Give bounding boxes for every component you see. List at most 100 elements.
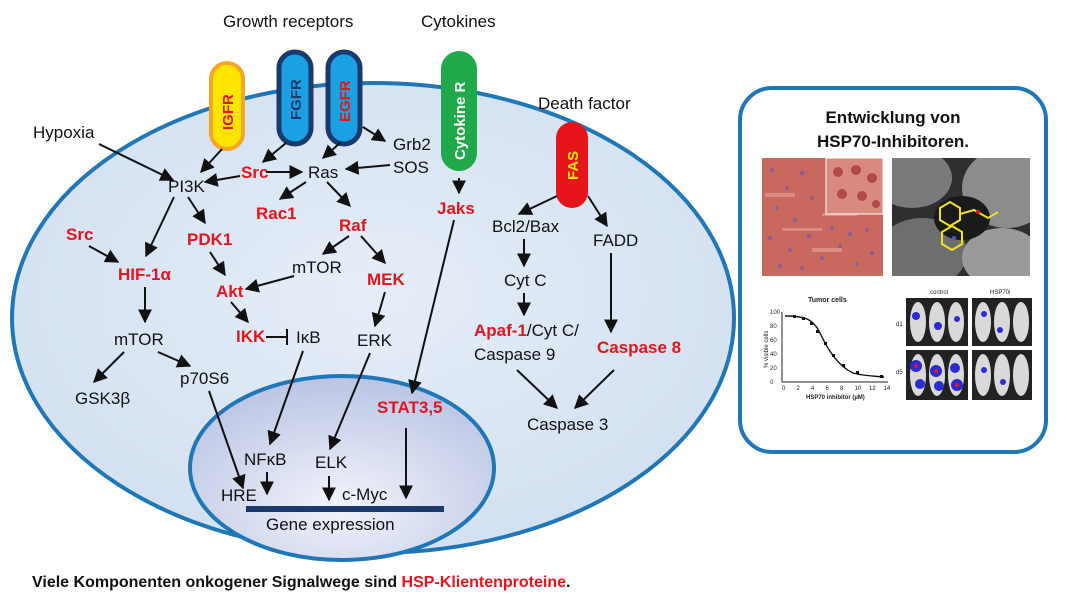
header-death-factor: Death factor bbox=[538, 94, 631, 113]
node-jaks: Jaks bbox=[437, 199, 475, 218]
arrow-p70s6-hre bbox=[208, 390, 246, 490]
footer-highlight: HSP-Klientenproteine bbox=[401, 574, 567, 591]
node-stat35: STAT3,5 bbox=[377, 398, 443, 417]
histology-image bbox=[762, 158, 883, 276]
node-gsk3b: GSK3β bbox=[75, 389, 130, 408]
panel-title-line2: HSP70-Inhibitoren. bbox=[816, 132, 970, 151]
receptor-fas-label: FAS bbox=[565, 151, 582, 180]
receptor-fgfr-label: FGFR bbox=[288, 79, 305, 120]
arrow-raf-mtor bbox=[321, 235, 350, 255]
arrow-src-hif1a bbox=[88, 245, 120, 263]
hsp70-inhibitor-panel: Entwicklung von HSP70-Inhibitoren. bbox=[738, 86, 1048, 454]
curve-ytick-label: 100 bbox=[770, 310, 781, 316]
node-cytc: Cyt C bbox=[504, 271, 547, 290]
inhibit-ikk-ikb bbox=[266, 329, 288, 345]
node-mek: MEK bbox=[367, 270, 406, 289]
curve-y-ticks: 0 20 40 60 80 100 bbox=[770, 310, 781, 386]
receptor-fgfr: FGFR bbox=[276, 49, 314, 147]
node-fadd: FADD bbox=[593, 231, 638, 250]
receptor-igfr: IGFR bbox=[209, 61, 245, 151]
curve-line bbox=[784, 315, 885, 378]
receptor-fas: FAS bbox=[556, 122, 588, 208]
arrow-src-pi3k bbox=[203, 172, 241, 187]
curve-points bbox=[793, 315, 883, 378]
arrow-ikb-nfkb bbox=[267, 350, 304, 446]
mice-row-d1 bbox=[906, 298, 1032, 346]
dose-response-chart: Tumor cells % visible cells 020406080100… bbox=[764, 297, 891, 401]
node-src-left: Src bbox=[66, 225, 93, 244]
curve-xtick-label: 14 bbox=[884, 386, 891, 392]
node-pi3k: PI3K bbox=[168, 177, 206, 196]
node-apaf1-line: Apaf-1/Cyt C/ bbox=[474, 321, 579, 340]
arrow-jaks-stat bbox=[408, 219, 455, 395]
header-growth-receptors: Growth receptors bbox=[223, 12, 353, 31]
node-p70s6: p70S6 bbox=[180, 369, 229, 388]
node-ikk: IKK bbox=[236, 327, 266, 346]
mice-row-d5 bbox=[906, 350, 1032, 400]
arrow-ras-rac1 bbox=[278, 181, 307, 200]
footer-caption: Viele Komponenten onkogener Signalwege s… bbox=[32, 574, 570, 592]
arrow-igfr-pi3k bbox=[200, 148, 223, 174]
node-ras: Ras bbox=[308, 163, 338, 182]
curve-xtick-label: 10 bbox=[855, 386, 862, 392]
arrow-caspase8-caspase3 bbox=[573, 369, 615, 409]
node-hif1a: HIF-1α bbox=[118, 265, 172, 284]
curve-ytick-label: 80 bbox=[770, 324, 777, 330]
curve-ytick-label: 40 bbox=[770, 352, 777, 358]
arrow-akt-ikk bbox=[230, 301, 249, 324]
arrow-caspase9-caspase3 bbox=[516, 369, 559, 409]
curve-ytick-label: 0 bbox=[770, 380, 774, 386]
node-mtor-left: mTOR bbox=[114, 330, 164, 349]
curve-xtick-label: 0 bbox=[782, 386, 786, 392]
arrow-egfr-grb2 bbox=[362, 126, 387, 142]
panel-title: Entwicklung von HSP70-Inhibitoren. bbox=[742, 106, 1044, 154]
receptor-egfr-label: EGFR bbox=[337, 80, 354, 122]
arrow-pdk1-akt bbox=[209, 251, 226, 277]
node-grb2: Grb2 bbox=[393, 135, 431, 154]
mice-label-hsp70i: HSP70i bbox=[990, 290, 1010, 296]
node-caspase9: Caspase 9 bbox=[474, 345, 555, 364]
pathway-arrows bbox=[88, 126, 618, 502]
mice-imaging-figure: control HSP70i d1 d5 bbox=[896, 290, 1032, 400]
node-apaf1-rest: /Cyt C/ bbox=[527, 321, 579, 340]
curve-ytick-label: 20 bbox=[770, 366, 777, 372]
arrow-fgfr-src bbox=[261, 142, 287, 163]
arrow-mek-erk bbox=[371, 291, 386, 328]
node-raf: Raf bbox=[339, 216, 367, 235]
arrow-fas-fadd bbox=[587, 195, 608, 228]
nucleus bbox=[188, 374, 496, 562]
arrow-mtor-p70s6 bbox=[157, 351, 192, 368]
node-bcl2bax: Bcl2/Bax bbox=[492, 217, 560, 236]
receptor-cytokine-label: Cytokine R bbox=[452, 81, 469, 160]
arrow-fas-bcl2 bbox=[517, 195, 558, 215]
node-erk: ERK bbox=[357, 331, 393, 350]
footer-prefix: Viele Komponenten onkogener Signalwege s… bbox=[32, 574, 402, 591]
receptor-egfr: EGFR bbox=[325, 49, 363, 147]
node-akt: Akt bbox=[216, 282, 244, 301]
mice-label-control: control bbox=[930, 290, 948, 296]
arrow-egfr-ras bbox=[321, 142, 341, 159]
node-mtor-mid: mTOR bbox=[292, 258, 342, 277]
curve-ylabel: % visible cells bbox=[764, 331, 770, 368]
curve-title: Tumor cells bbox=[808, 297, 847, 304]
label-hypoxia: Hypoxia bbox=[33, 123, 95, 142]
node-caspase3: Caspase 3 bbox=[527, 415, 608, 434]
curve-ytick-label: 60 bbox=[770, 338, 777, 344]
arrow-raf-mek bbox=[360, 235, 386, 265]
arrow-pi3k-hif1a bbox=[145, 196, 175, 258]
node-pdk1: PDK1 bbox=[187, 230, 232, 249]
curve-xtick-label: 8 bbox=[840, 386, 844, 392]
arrow-pi3k-pdk1 bbox=[187, 196, 206, 225]
mice-label-d5: d5 bbox=[896, 370, 903, 376]
node-gene-expression: Gene expression bbox=[266, 515, 395, 534]
arrow-ras-raf bbox=[326, 181, 351, 208]
node-sos: SOS bbox=[393, 158, 429, 177]
gene-expression-bar bbox=[246, 506, 444, 512]
panel-title-line1: Entwicklung von bbox=[825, 108, 961, 127]
node-apaf1: Apaf-1 bbox=[474, 321, 527, 340]
arrow-mtor-gsk3b bbox=[93, 351, 125, 383]
receptor-igfr-label: IGFR bbox=[220, 94, 237, 130]
node-caspase8: Caspase 8 bbox=[597, 338, 681, 357]
